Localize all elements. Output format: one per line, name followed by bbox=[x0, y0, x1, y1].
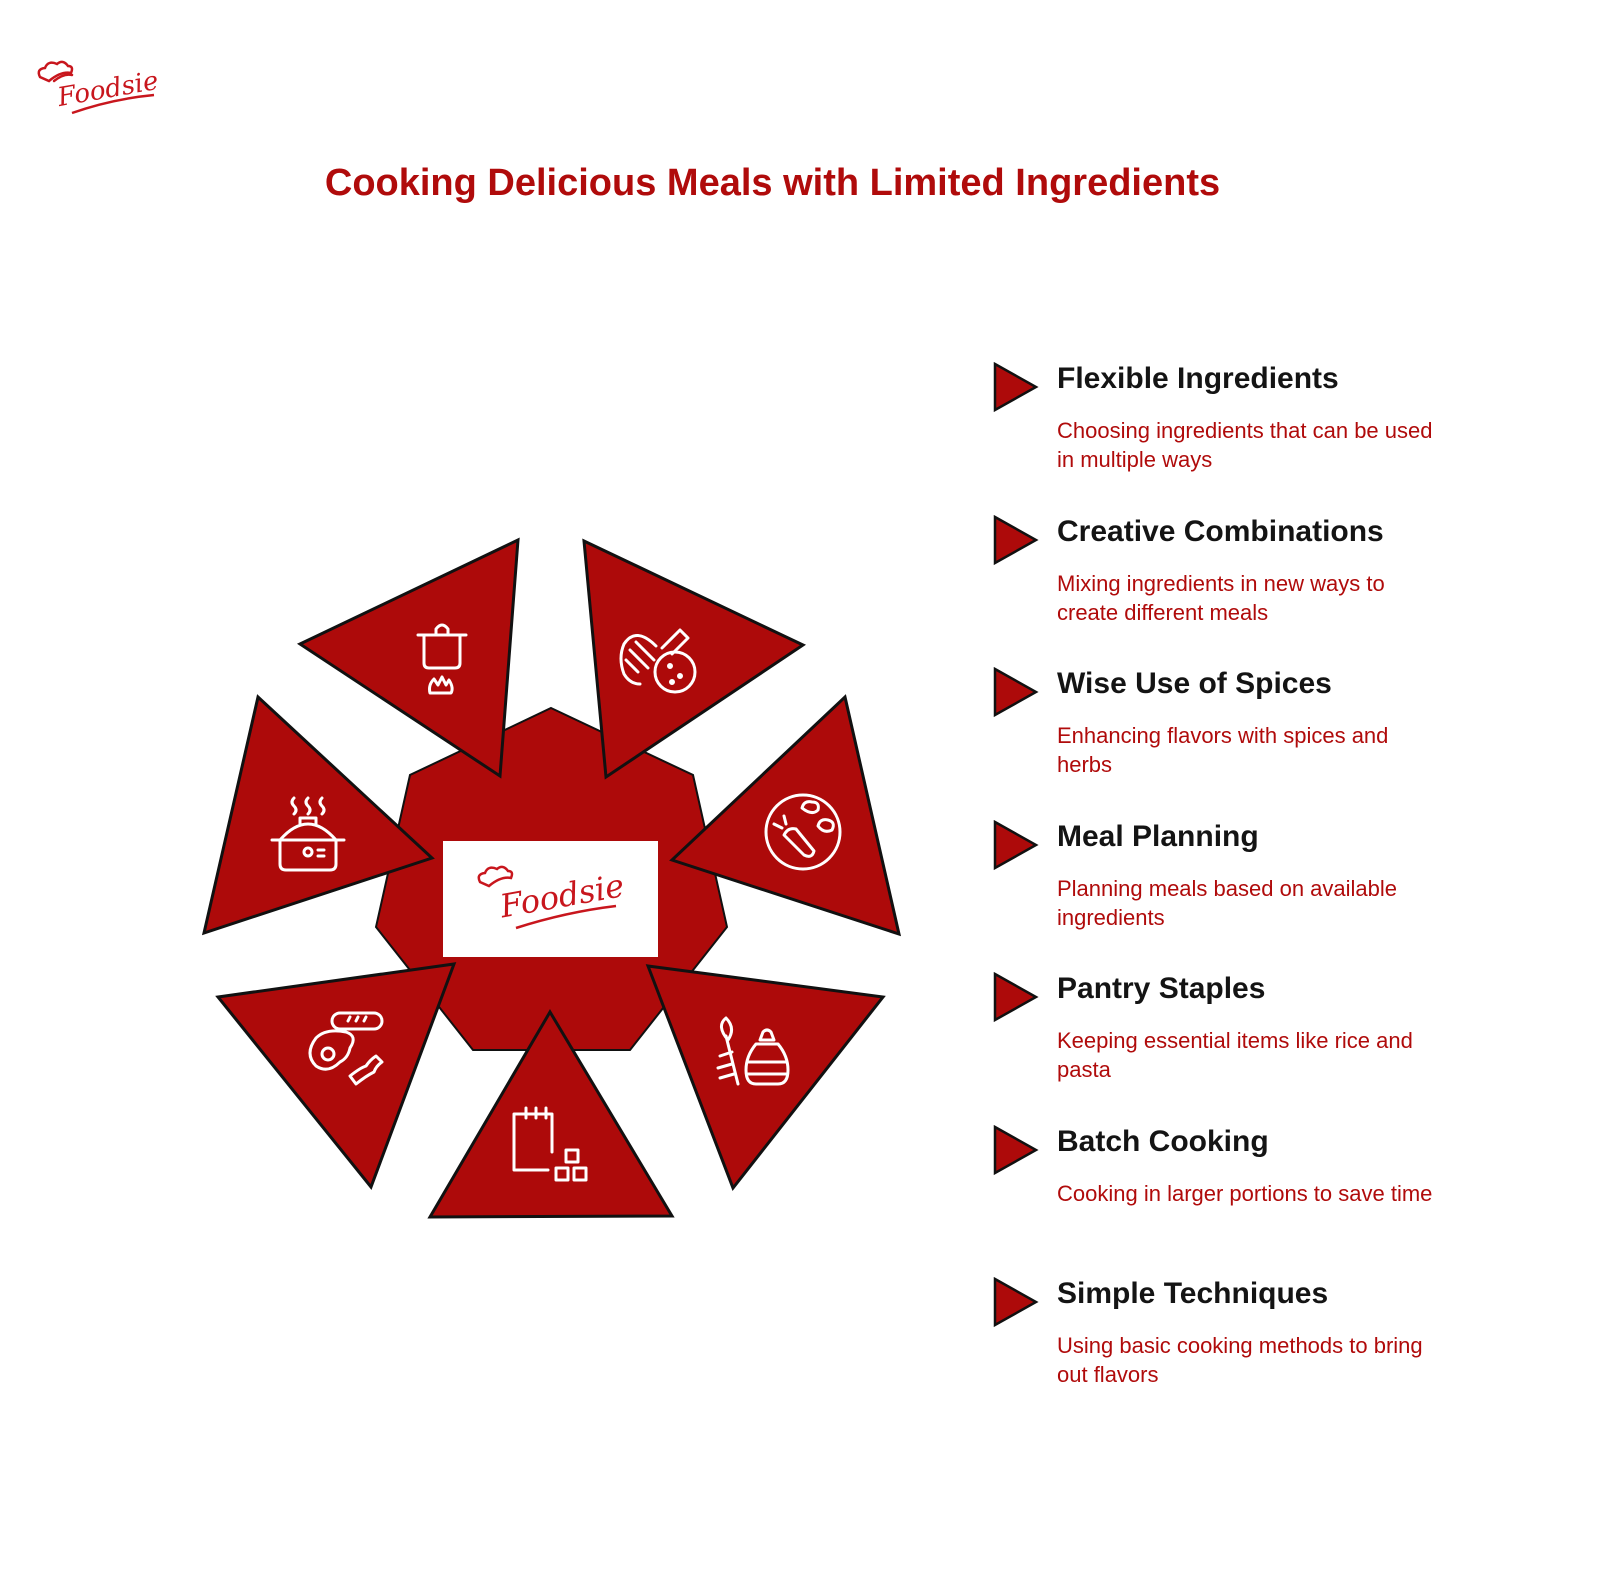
steaming-rice-cooker-icon bbox=[270, 796, 346, 872]
meat-and-cookie-icon bbox=[619, 628, 697, 694]
triangle-bullet-icon bbox=[993, 514, 1039, 565]
segment-3 bbox=[669, 694, 902, 937]
triangle-bullet-icon bbox=[993, 819, 1039, 870]
item-heading: Pantry Staples bbox=[1057, 972, 1266, 1005]
calendar-blocks-icon bbox=[512, 1106, 588, 1182]
item-description: Mixing ingredients in new ways to create… bbox=[1057, 570, 1385, 625]
item-heading: Wise Use of Spices bbox=[1057, 667, 1332, 700]
foodsie-logo: Foodsie bbox=[37, 60, 161, 115]
item-description: Enhancing flavors with spices and herbs bbox=[1057, 723, 1389, 777]
item-description: Planning meals based on available ingred… bbox=[1057, 875, 1398, 930]
triangle-bullet-icon bbox=[993, 362, 1039, 413]
segment-6 bbox=[215, 962, 457, 1190]
segment-2 bbox=[582, 538, 807, 780]
triangle-bullet-icon bbox=[993, 667, 1039, 718]
segment-4 bbox=[645, 964, 886, 1192]
item-heading: Simple Techniques bbox=[1057, 1277, 1329, 1310]
item-description: Using basic cooking methods to bring out… bbox=[1057, 1333, 1423, 1387]
center-logo-box bbox=[443, 841, 658, 957]
item-heading: Batch Cooking bbox=[1057, 1124, 1269, 1158]
herbs-and-spice-jar-icon bbox=[716, 1016, 790, 1086]
vegetable-plate-icon bbox=[764, 793, 842, 871]
pot-on-flame-icon bbox=[416, 623, 468, 695]
segment-1 bbox=[296, 537, 520, 779]
triangle-bullet-icon bbox=[993, 972, 1039, 1023]
item-description: Keeping essential items like rice and pa… bbox=[1057, 1028, 1413, 1082]
segment-7 bbox=[201, 694, 435, 936]
page-title: Cooking Delicious Meals with Limited Ing… bbox=[324, 162, 1221, 204]
triangle-bullet-icon bbox=[993, 1124, 1039, 1175]
item-description: Cooking in larger portions to save time bbox=[1057, 1180, 1433, 1206]
item-description: Choosing ingredients that can be used in… bbox=[1057, 418, 1433, 472]
breakfast-egg-bacon-bread-icon bbox=[308, 1011, 384, 1086]
triangle-bullet-icon bbox=[993, 1277, 1039, 1328]
item-heading: Meal Planning bbox=[1057, 819, 1259, 853]
item-heading: Creative Combinations bbox=[1057, 514, 1384, 548]
item-heading: Flexible Ingredients bbox=[1057, 362, 1339, 395]
